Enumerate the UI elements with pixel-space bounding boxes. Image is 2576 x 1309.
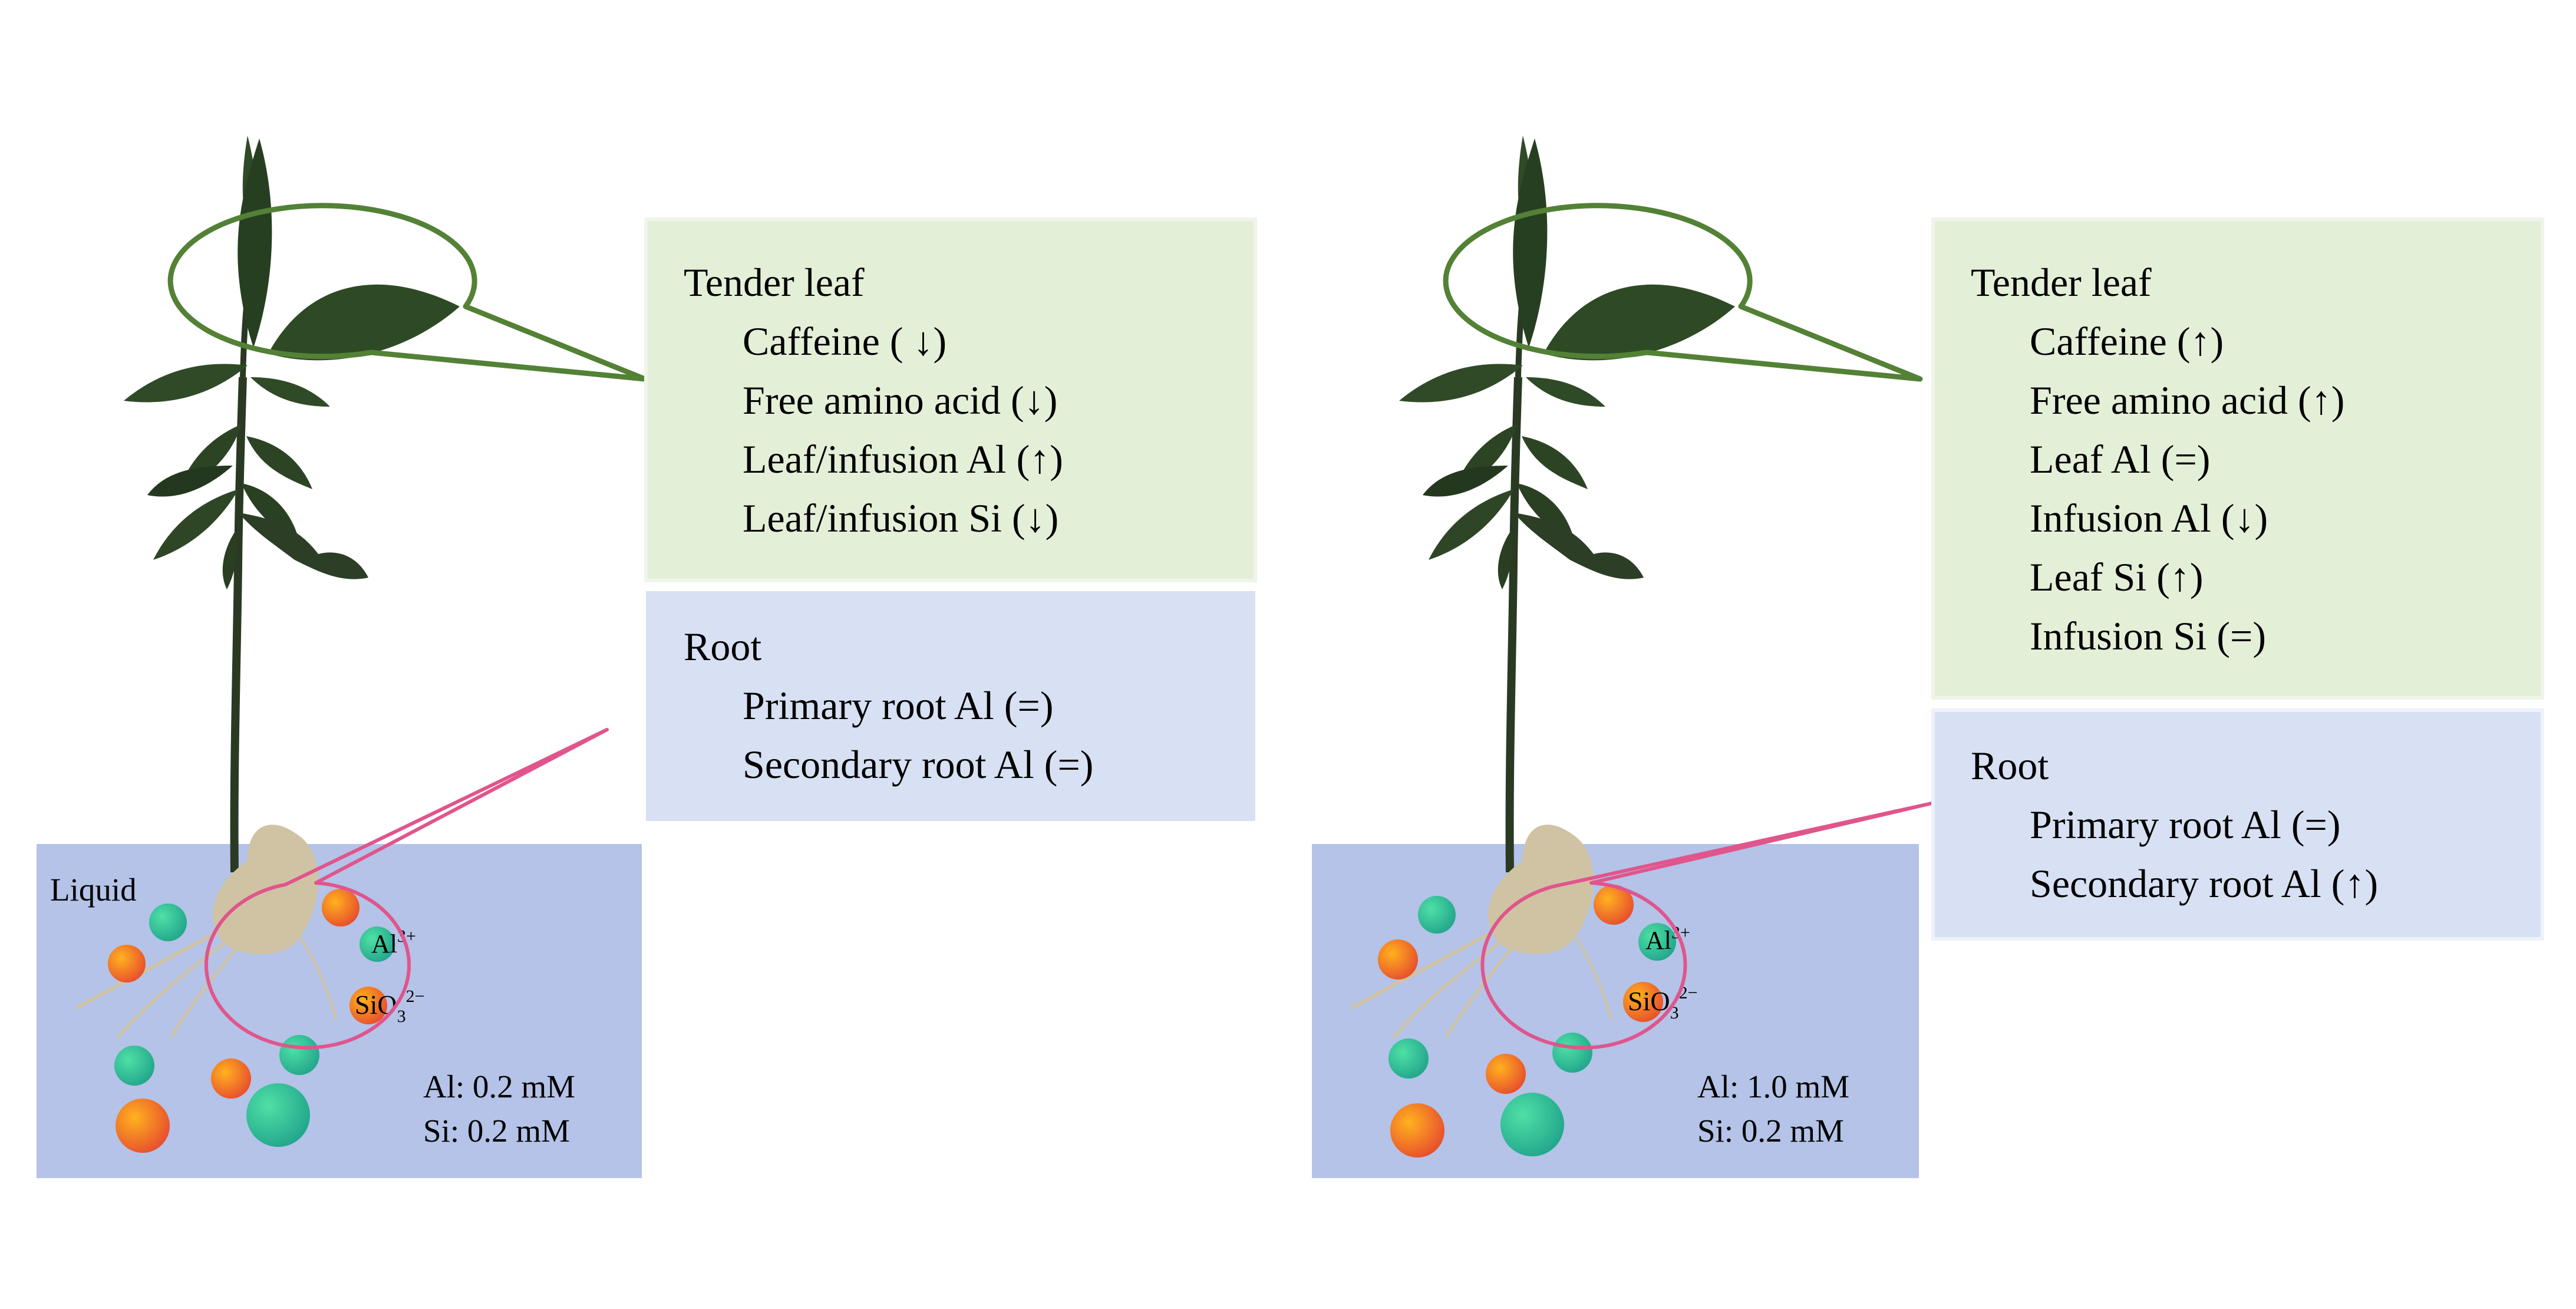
root-changes-list: Primary root Al (=) Secondary root Al (↑… bbox=[2030, 802, 2378, 906]
liquid-label: Liquid bbox=[50, 872, 137, 908]
al-ion-icon bbox=[1388, 1038, 1429, 1079]
si-ion-icon bbox=[108, 945, 146, 982]
al-ion-icon bbox=[279, 1035, 319, 1075]
root-change-item: Secondary root Al (↑) bbox=[2030, 861, 2378, 906]
leaf-change-item: Free amino acid (↑) bbox=[2030, 378, 2344, 423]
al-ion-icon bbox=[1418, 896, 1456, 934]
root-callout bbox=[205, 728, 609, 1050]
si-ion-icon bbox=[1486, 1054, 1526, 1094]
leaf-title: Tender leaf bbox=[1971, 260, 2152, 305]
al-concentration: Al: 0.2 mM bbox=[423, 1069, 575, 1104]
root-change-item: Secondary root Al (=) bbox=[743, 742, 1093, 787]
al-ion-icon bbox=[149, 904, 187, 941]
leaf-callout bbox=[167, 203, 648, 382]
si-ion-icon bbox=[1390, 1103, 1444, 1158]
si-ion-label: SiO32− bbox=[1628, 983, 1698, 1023]
leaf-change-item: Caffeine (↑) bbox=[2030, 319, 2224, 364]
root-title: Root bbox=[684, 624, 761, 669]
root-callout bbox=[1480, 801, 1936, 1050]
si-ion-icon bbox=[322, 889, 359, 926]
leaf-changes-list: Caffeine ( ↓) Free amino acid (↓) Leaf/i… bbox=[743, 319, 1063, 540]
root-info-box bbox=[646, 591, 1255, 821]
leaf-info-box bbox=[644, 217, 1257, 582]
leaf-changes-list: Caffeine (↑) Free amino acid (↑) Leaf Al… bbox=[2030, 319, 2344, 658]
leaf-change-item: Infusion Al (↓) bbox=[2030, 496, 2268, 540]
si-ion-icon bbox=[349, 987, 387, 1024]
leaf-callout bbox=[1443, 203, 1923, 382]
si-ion-icon bbox=[1623, 982, 1663, 1022]
al-ion-label: Al3+ bbox=[371, 926, 416, 958]
ion-particles bbox=[108, 889, 395, 1153]
al-ion-icon bbox=[1552, 1033, 1592, 1073]
al-ion-icon bbox=[1638, 923, 1676, 961]
si-concentration: Si: 0.2 mM bbox=[1697, 1113, 1844, 1149]
si-ion-icon bbox=[1594, 885, 1634, 925]
root-changes-list: Primary root Al (=) Secondary root Al (=… bbox=[743, 683, 1093, 787]
si-ion-icon bbox=[211, 1059, 251, 1099]
ion-particles bbox=[1378, 885, 1676, 1158]
al-ion-icon bbox=[246, 1083, 310, 1147]
root-change-item: Primary root Al (=) bbox=[2030, 802, 2341, 847]
leaf-change-item: Free amino acid (↓) bbox=[743, 378, 1057, 423]
panel-right: Al3+ SiO32− Al: 1.0 mM Si: 0.2 mM Tender… bbox=[1312, 136, 2544, 1178]
root-change-item: Primary root Al (=) bbox=[743, 683, 1054, 728]
al-ion-icon bbox=[359, 926, 395, 962]
si-concentration: Si: 0.2 mM bbox=[423, 1113, 570, 1149]
leaf-title: Tender leaf bbox=[684, 260, 865, 305]
leaf-info-box bbox=[1931, 217, 2544, 700]
root-info-box bbox=[1931, 708, 2544, 941]
tea-seedling bbox=[75, 136, 460, 1038]
al-ion-icon bbox=[1500, 1093, 1564, 1156]
al-ion-icon bbox=[114, 1046, 154, 1086]
leaf-change-item: Infusion Si (=) bbox=[2030, 614, 2266, 658]
leaf-change-item: Leaf/infusion Al (↑) bbox=[743, 437, 1063, 482]
leaf-change-item: Caffeine ( ↓) bbox=[743, 319, 946, 364]
root-title: Root bbox=[1971, 743, 2049, 788]
si-ion-icon bbox=[1378, 939, 1418, 980]
leaf-change-item: Leaf Si (↑) bbox=[2030, 555, 2204, 599]
leaf-change-item: Leaf/infusion Si (↓) bbox=[743, 496, 1058, 540]
al-concentration: Al: 1.0 mM bbox=[1697, 1069, 1849, 1104]
al-ion-label: Al3+ bbox=[1645, 923, 1690, 955]
si-ion-icon bbox=[116, 1099, 170, 1153]
leaf-change-item: Leaf Al (=) bbox=[2030, 437, 2210, 482]
panel-left: Liquid bbox=[37, 136, 1257, 1178]
